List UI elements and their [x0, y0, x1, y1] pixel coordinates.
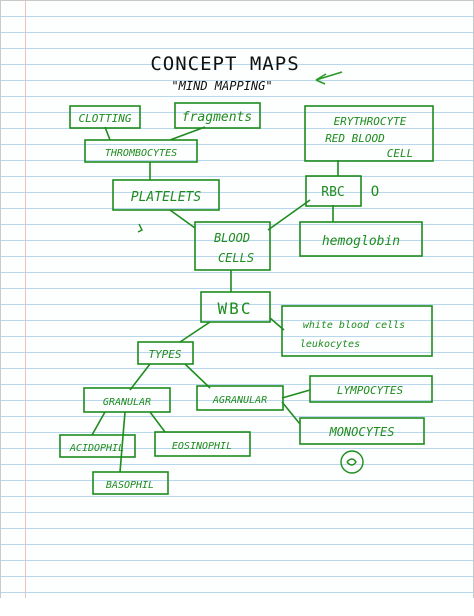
connectors: [91, 126, 339, 473]
page-bottom-strip: [0, 598, 474, 616]
node-wbc: WBC: [218, 299, 253, 318]
page-title: CONCEPT MAPS: [150, 53, 299, 75]
node-monocytes: MONOCYTES: [328, 425, 394, 439]
swirl-doodle-icon: [346, 458, 357, 466]
box-white-blood-cells: [281, 305, 433, 357]
box-wbc: [200, 291, 271, 323]
margin-line: [25, 1, 26, 599]
node-eosinophil: EOSINOPHIL: [172, 441, 232, 452]
node-blood-cells-line1: BLOOD: [214, 231, 250, 245]
node-erythrocyte-line2: RED BLOOD: [325, 132, 385, 145]
box-eosinophil: [154, 431, 251, 457]
node-agranular: AGRANULAR: [212, 395, 267, 406]
box-erythrocyte: [304, 105, 434, 162]
node-clotting: CLOTTING: [79, 112, 132, 125]
node-granular: GRANULAR: [103, 397, 151, 408]
node-basophil: BASOPHIL: [106, 480, 154, 491]
node-boxes: [59, 102, 434, 495]
box-monocytes: [299, 417, 425, 445]
node-blood-cells-line2: CELLS: [218, 251, 254, 265]
circle-doodle-icon: [340, 450, 364, 474]
box-hemoglobin: [299, 221, 423, 257]
arrow-icon: [315, 71, 343, 85]
node-erythrocyte-line1: ERYTHROCYTE: [334, 115, 407, 128]
box-thrombocytes: [84, 139, 198, 163]
box-blood-cells: [194, 221, 271, 271]
node-white-blood-cells-line1: white blood cells: [303, 320, 405, 331]
node-types: TYPES: [148, 348, 181, 361]
box-platelets: [112, 179, 220, 211]
rbc-mark: O: [371, 184, 379, 200]
node-rbc: RBC: [321, 185, 344, 200]
small-mark-icon: [137, 223, 143, 233]
box-types: [137, 341, 194, 365]
box-clotting: [69, 105, 141, 129]
box-rbc: [305, 175, 362, 207]
box-acidophil: [59, 434, 136, 458]
node-platelets: PLATELETS: [131, 190, 202, 205]
node-hemoglobin: hemoglobin: [322, 234, 400, 249]
node-white-blood-cells-line2: leukocytes: [300, 339, 360, 350]
box-agranular: [196, 385, 284, 411]
box-lymphocytes: [309, 375, 433, 403]
doodle-marks: [137, 223, 364, 474]
node-fragments: fragments: [182, 110, 252, 125]
box-fragments: [174, 102, 261, 129]
node-lymphocytes: LYMPOCYTES: [337, 384, 404, 397]
node-acidophil: ACIDOPHIL: [69, 443, 124, 454]
node-thrombocytes: THROMBOCYTES: [105, 148, 177, 159]
box-granular: [83, 387, 171, 413]
page-subtitle: "MIND MAPPING": [171, 79, 272, 93]
box-basophil: [92, 471, 169, 495]
node-erythrocyte-line3: CELL: [387, 147, 414, 160]
